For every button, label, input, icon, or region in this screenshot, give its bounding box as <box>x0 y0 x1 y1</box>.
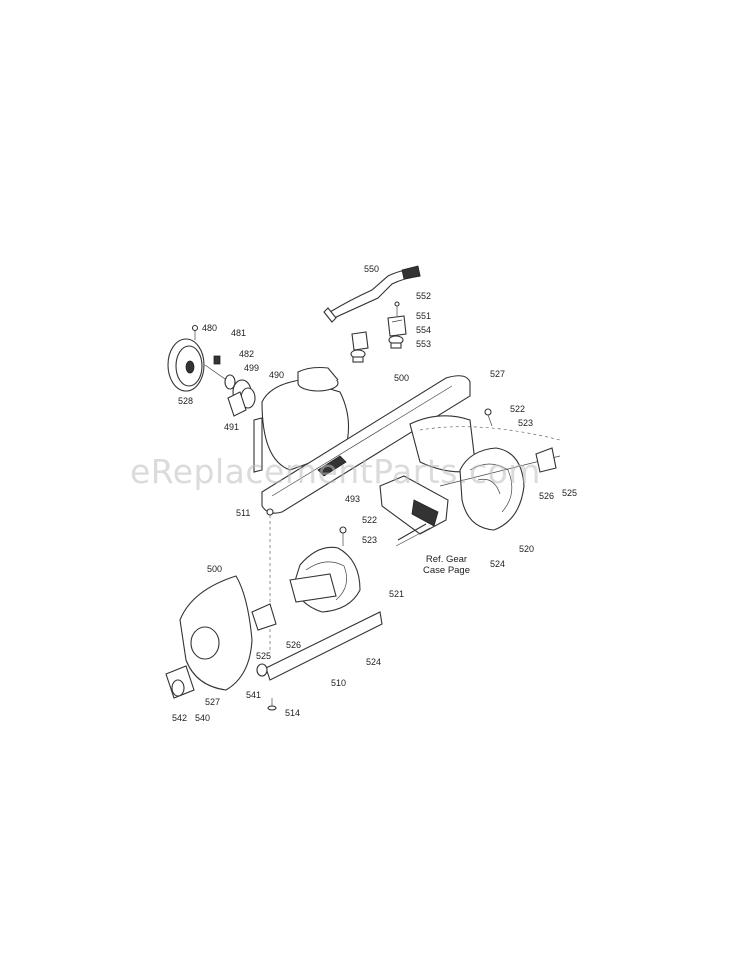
part-label: 550 <box>364 264 380 274</box>
shear-bolt-left <box>339 526 347 546</box>
part-label: 540 <box>195 713 211 723</box>
part-label: 552 <box>416 291 432 301</box>
shear-bolt-right <box>484 408 493 427</box>
part-label: 528 <box>178 396 194 406</box>
impeller-housing <box>253 366 350 473</box>
part-label: 521 <box>389 589 405 599</box>
part-label: 493 <box>345 494 361 504</box>
chute-clip-right <box>387 301 407 349</box>
part-label: 520 <box>519 544 535 554</box>
part-label: 554 <box>416 325 432 335</box>
part-label: 522 <box>510 404 526 414</box>
part-label: 553 <box>416 339 432 349</box>
part-label: 524 <box>366 657 382 667</box>
part-label: 499 <box>244 363 260 373</box>
part-label: 490 <box>269 370 285 380</box>
part-label: 482 <box>239 349 255 359</box>
right-auger-spiral <box>439 447 561 531</box>
part-label: 500 <box>207 564 223 574</box>
part-label: 522 <box>362 515 378 525</box>
part-label: 526 <box>286 640 302 650</box>
pulley-shaft-hardware <box>204 355 256 409</box>
auger-pulley <box>167 324 205 392</box>
scraper-bar <box>265 611 383 681</box>
part-label: 551 <box>416 311 432 321</box>
part-label: 523 <box>362 535 378 545</box>
part-label: 511 <box>236 508 251 518</box>
housing-pin <box>266 508 274 516</box>
part-label: 481 <box>231 328 247 338</box>
part-label: 527 <box>490 369 506 379</box>
part-label: 525 <box>256 651 272 661</box>
bearing-bracket <box>227 391 247 417</box>
reference-note-line2: Case Page <box>423 565 471 576</box>
reference-note: Ref. Gear Case Page <box>423 554 470 576</box>
reference-note-line1: Ref. Gear <box>425 554 468 565</box>
part-label: 510 <box>331 678 347 688</box>
part-label: 542 <box>172 713 188 723</box>
chute-clip-left <box>350 331 369 363</box>
part-label: 523 <box>518 418 534 428</box>
part-label: 541 <box>246 690 262 700</box>
part-label: 500 <box>394 373 410 383</box>
part-label: 527 <box>205 697 221 707</box>
gear-case <box>379 475 449 547</box>
part-label: 491 <box>224 422 240 432</box>
skid-shoe <box>165 665 195 699</box>
part-label: 526 <box>539 491 555 501</box>
left-auger-spiral <box>289 546 361 613</box>
part-label: 514 <box>285 708 301 718</box>
part-label: 480 <box>202 323 218 333</box>
side-housing-panel <box>179 575 277 691</box>
auger-housing-main <box>261 375 477 514</box>
chute-crank-handle <box>323 265 421 323</box>
carriage-bolt <box>256 663 268 677</box>
part-label: 524 <box>490 559 506 569</box>
watermark-text: eReplacementParts.com <box>130 452 541 491</box>
part-label: 525 <box>562 488 578 498</box>
scraper-bolt <box>267 698 277 711</box>
